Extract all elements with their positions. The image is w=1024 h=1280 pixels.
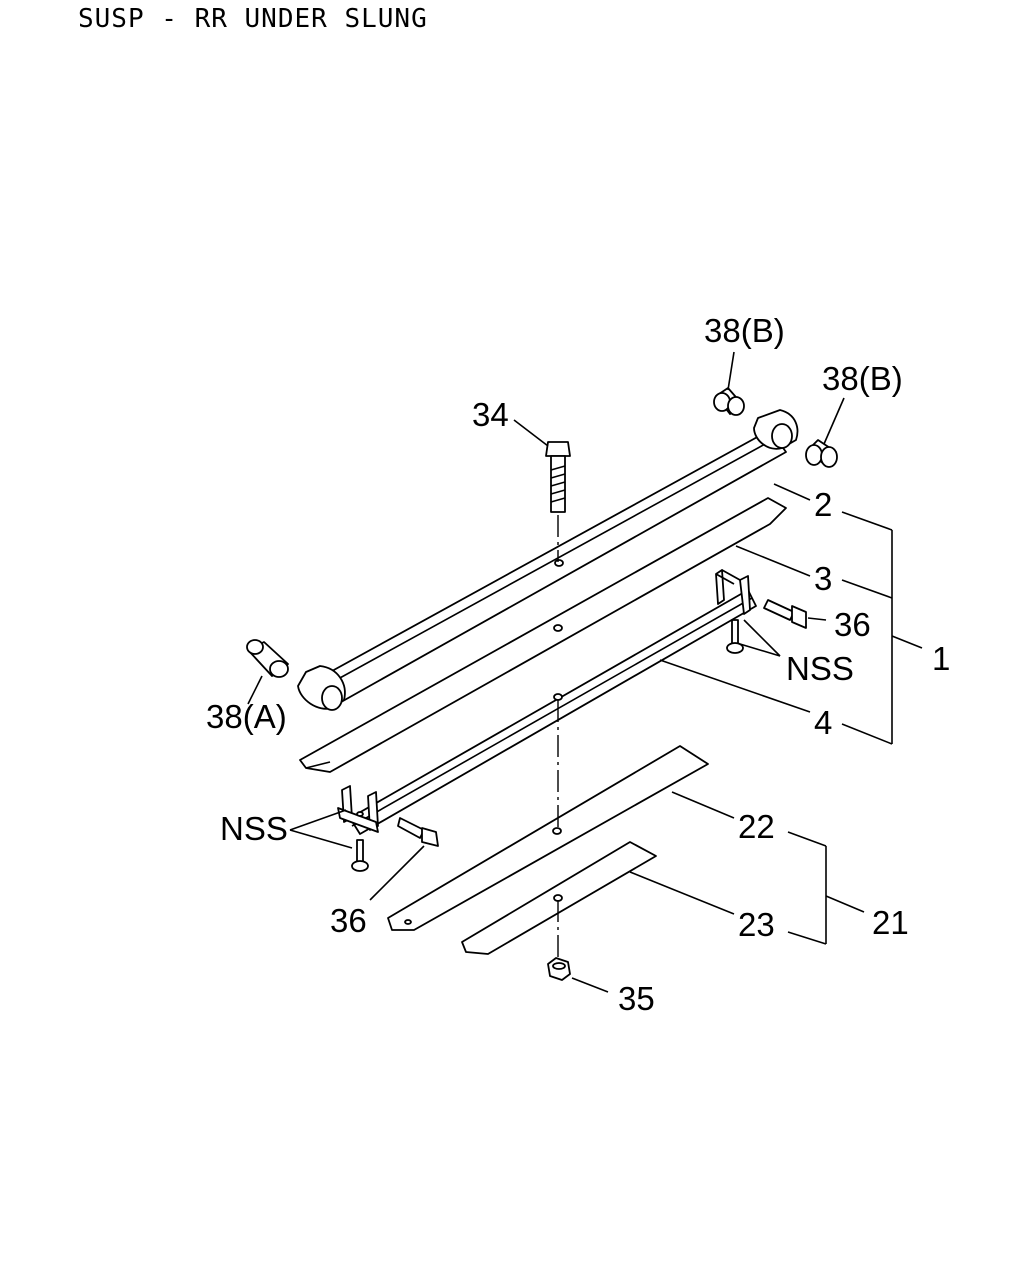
- bushing-38b-right: [805, 439, 838, 468]
- leader-lines: [247, 351, 923, 993]
- callout-38a: 38(A): [206, 698, 287, 735]
- callout-21: 21: [872, 904, 909, 941]
- callout-3: 3: [814, 560, 832, 597]
- callout-36-right: 36: [834, 606, 871, 643]
- callout-38b-right: 38(B): [822, 360, 903, 397]
- callout-22: 22: [738, 808, 775, 845]
- clip-bolt-36-left: [397, 817, 439, 847]
- main-leaf-2: [297, 409, 799, 711]
- callout-38b-top: 38(B): [704, 312, 785, 349]
- leaf-4: [337, 569, 757, 835]
- callout-23: 23: [738, 906, 775, 943]
- callout-nss-left: NSS: [220, 810, 288, 847]
- rivet-nss-right: [726, 619, 744, 654]
- nut-35: [547, 957, 571, 981]
- callout-1: 1: [932, 640, 950, 677]
- callout-2: 2: [814, 486, 832, 523]
- callout-nss-right: NSS: [786, 650, 854, 687]
- callout-34: 34: [472, 396, 509, 433]
- callout-36-left: 36: [330, 902, 367, 939]
- leaf-3: [299, 497, 787, 773]
- bushing-38a: [246, 639, 289, 678]
- rivet-nss-left: [351, 839, 369, 872]
- callout-4: 4: [814, 704, 832, 741]
- bushing-38b-top: [713, 387, 745, 416]
- diagram-title: SUSP - RR UNDER SLUNG: [78, 4, 428, 34]
- leaf-22: [387, 745, 709, 931]
- clip-bolt-36-right: [763, 599, 807, 629]
- callout-35: 35: [618, 980, 655, 1017]
- center-bolt-34: [545, 441, 571, 513]
